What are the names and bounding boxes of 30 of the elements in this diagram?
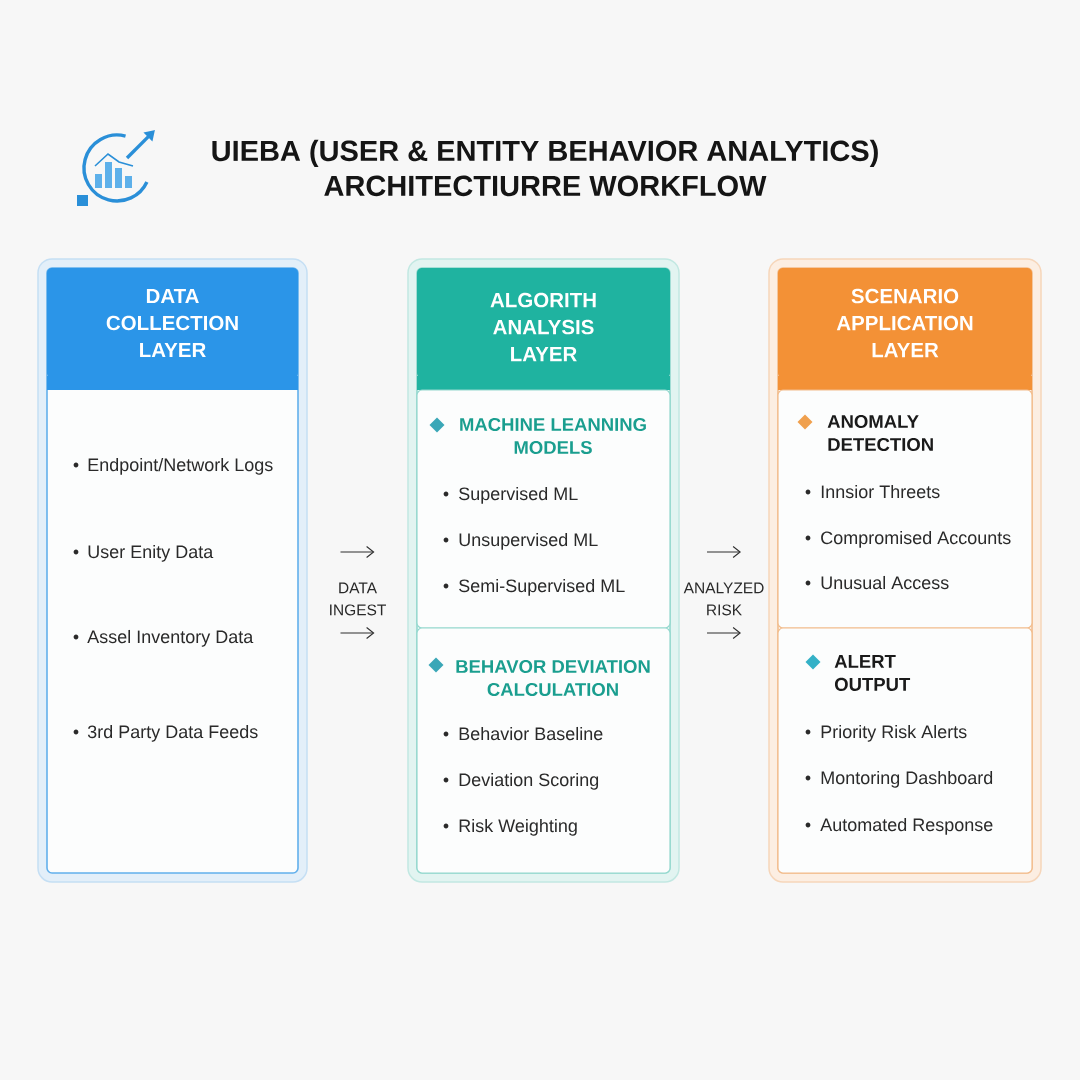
layer-header: DATA COLLECTION LAYER	[47, 268, 298, 390]
list-item: Unsupervised ML	[459, 532, 598, 550]
list-item: Compromised Accounts	[821, 530, 1011, 548]
layer-header: SCENARIO APPLICATION LAYER	[778, 268, 1032, 390]
section-heading: ANOMALY DETECTION	[827, 414, 933, 452]
arrow	[339, 545, 375, 559]
list-item: Risk Weighting	[459, 818, 577, 836]
title: UIEBA (USER & ENTITY BEHAVIOR ANALYTICS) ARCHITECTIURRE WORKFLOW	[212, 139, 878, 197]
list-item: User Enity Data	[88, 544, 214, 562]
arrow	[339, 626, 375, 640]
section-heading: MACHINE LEANNING MODELS	[460, 417, 646, 455]
list-item: 3rd Party Data Feeds	[87, 724, 258, 742]
list-item: Semi-Supervised ML	[459, 578, 625, 596]
list-item: Priority Risk Alerts	[821, 724, 967, 742]
list-item: Behavior Baseline	[459, 726, 603, 741]
list-item: Unusual Access	[821, 575, 949, 590]
arrow	[706, 626, 741, 640]
list-item: Montoring Dashboard	[821, 770, 993, 788]
list-item: Endpoint/Network Logs	[88, 457, 273, 475]
section-heading: ALERT OUTPUT	[834, 655, 911, 691]
flow-label: DATA INGEST	[330, 582, 386, 616]
list-item: Assel Inventory Data	[87, 629, 254, 647]
arrow	[706, 545, 741, 559]
flow-label: ANALYZED RISK	[683, 582, 764, 616]
section-heading: BEHAVOR DEVIATION CALCULATION	[456, 659, 650, 697]
list-item: Innsior Threets	[821, 484, 940, 499]
layer-header: ALGORITH ANALYSIS LAYER	[417, 268, 670, 390]
list-item: Deviation Scoring	[459, 772, 599, 790]
list-item: Supervised ML	[459, 486, 578, 504]
list-item: Automated Response	[820, 817, 993, 835]
